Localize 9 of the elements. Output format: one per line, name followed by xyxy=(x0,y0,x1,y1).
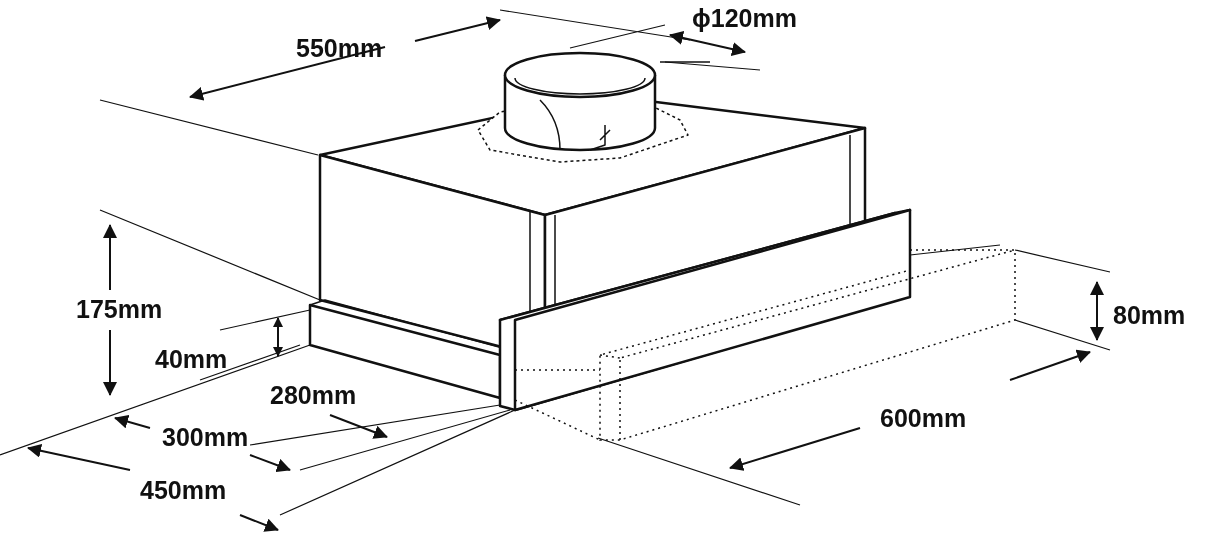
dimension-label: 450mm xyxy=(140,478,227,503)
dimension-label: 80mm xyxy=(1113,303,1186,328)
dimension-label: 175mm xyxy=(76,297,163,322)
dimension-label: 300mm xyxy=(162,425,249,450)
dimension-label: 600mm xyxy=(880,406,967,431)
dimension-label: 280mm xyxy=(270,383,357,408)
dimension-label: ϕ120mm xyxy=(692,6,797,31)
dimension-label: 40mm xyxy=(155,347,228,372)
dimension-label: 550mm xyxy=(296,36,383,61)
